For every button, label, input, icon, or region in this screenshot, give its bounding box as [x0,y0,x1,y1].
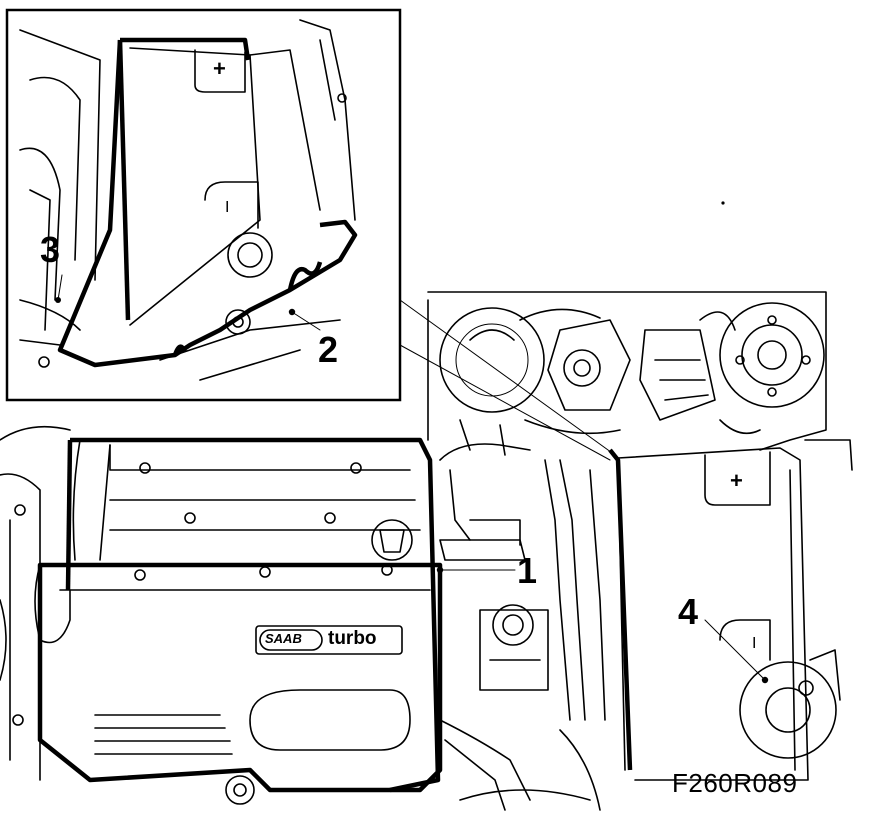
inset-minus-symbol: I [225,199,230,216]
inset-plus-symbol: + [213,56,226,81]
detail-inset [5,8,616,461]
badge-brand: SAAB [265,631,302,646]
callout-1: 1 [517,550,538,591]
engine-bay-background [427,201,827,456]
main-plus-symbol: + [730,468,743,493]
left-fender [0,425,71,781]
badge-model: turbo [328,628,377,649]
callout-leaders [55,274,769,684]
main-minus-symbol: I [752,635,757,652]
callout-2: 2 [318,329,339,370]
callout-4: 4 [678,591,699,632]
figure-code: F260R089 [672,768,798,798]
center-lines [439,443,606,811]
engine-top-cover [34,437,443,805]
callout-3: 3 [40,229,61,270]
